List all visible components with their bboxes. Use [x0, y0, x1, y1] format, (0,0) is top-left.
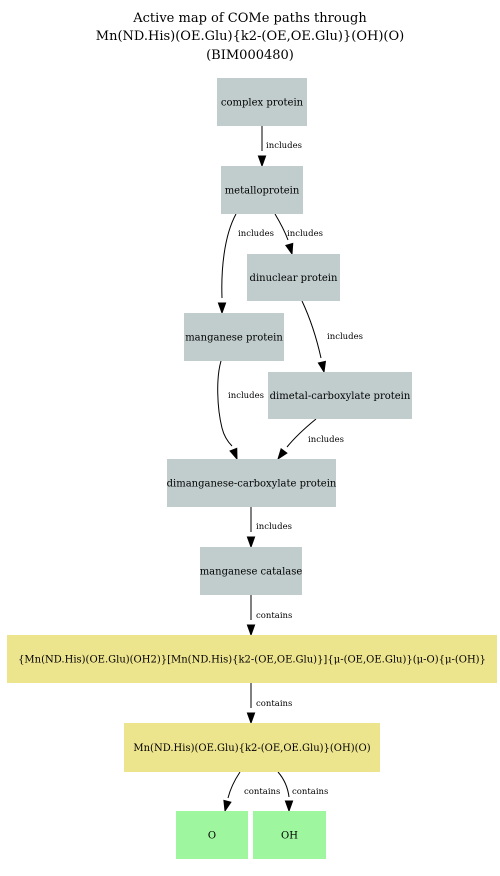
node-dimetal-carboxylate-protein[interactable]: dimetal-carboxylate protein — [268, 372, 412, 419]
arrowhead — [229, 447, 238, 461]
node-hydroxo-ligand[interactable]: OH — [253, 811, 326, 859]
edge-label: includes — [327, 332, 363, 342]
nodes-layer: complex protein metalloprotein dinuclear p… — [7, 78, 497, 859]
node-box — [217, 78, 307, 126]
edge-line — [227, 771, 241, 799]
arrowhead — [246, 624, 256, 637]
node-label: {Mn(ND.His)(OE.Glu)(OH2)}[Mn(ND.His){k2-… — [18, 655, 486, 666]
title-line-2: Mn(ND.His)(OE.Glu){k2-(OE,OE.Glu)}(OH)(O… — [96, 29, 404, 44]
edge-metalloprotein-to-dinuclear-protein: includes — [274, 213, 323, 256]
node-manganese-site[interactable]: Mn(ND.His)(OE.Glu){k2-(OE,OE.Glu)}(OH)(O… — [124, 723, 380, 772]
node-manganese-catalase[interactable]: manganese catalase — [200, 547, 303, 595]
node-box — [221, 166, 303, 214]
edge-label: contains — [256, 611, 292, 621]
node-label: dimanganese-carboxylate protein — [167, 479, 337, 490]
edge-manganese-catalase-to-dimanganese-complex: contains — [246, 595, 292, 637]
edge-dinuclear-protein-to-dimetal-carboxylate-protein: includes — [301, 300, 363, 374]
node-box — [247, 254, 340, 301]
arrowhead — [285, 242, 294, 256]
arrowhead — [277, 448, 288, 461]
edge-manganese-protein-to-dimanganese-carboxylate-protein: includes — [217, 360, 264, 461]
edge-label: contains — [244, 787, 280, 797]
edge-manganese-site-to-hydroxo-ligand: contains — [277, 771, 328, 813]
edge-label: includes — [256, 522, 292, 532]
node-label: manganese catalase — [200, 567, 303, 578]
node-label: O — [208, 831, 216, 842]
edge-line — [274, 213, 289, 241]
node-box — [7, 635, 497, 683]
node-box — [167, 459, 336, 507]
node-dimanganese-complex[interactable]: {Mn(ND.His)(OE.Glu)(OH2)}[Mn(ND.His){k2-… — [7, 635, 497, 683]
node-complex-protein[interactable]: complex protein — [217, 78, 307, 126]
node-label: dimetal-carboxylate protein — [270, 391, 411, 402]
edge-line — [286, 418, 317, 448]
edge-label: includes — [238, 229, 274, 239]
edge-label: includes — [287, 229, 323, 239]
edge-metalloprotein-to-manganese-protein: includes — [217, 213, 274, 315]
edge-label: contains — [292, 787, 328, 797]
edge-line — [277, 771, 290, 798]
edge-label: includes — [228, 391, 264, 401]
node-box — [176, 811, 248, 859]
edges-layer: includes includes includes includes includes… — [217, 126, 363, 813]
node-manganese-protein[interactable]: manganese protein — [184, 313, 284, 361]
arrowhead — [257, 155, 267, 168]
node-label: dinuclear protein — [250, 273, 338, 284]
node-box — [184, 313, 284, 361]
arrowhead — [246, 536, 256, 549]
edge-complex-protein-to-metalloprotein: includes — [257, 126, 302, 168]
edge-line — [221, 213, 237, 299]
edge-line — [217, 360, 233, 447]
arrowhead — [223, 799, 232, 813]
node-box — [200, 547, 302, 595]
node-dimanganese-carboxylate-protein[interactable]: dimanganese-carboxylate protein — [167, 459, 337, 507]
edge-line — [301, 300, 322, 359]
diagram-title: Active map of COMe paths through Mn(ND.H… — [96, 11, 404, 63]
edge-manganese-site-to-oxo-ligand: contains — [223, 771, 280, 813]
node-dinuclear-protein[interactable]: dinuclear protein — [247, 254, 340, 301]
edge-dimanganese-carboxylate-protein-to-manganese-catalase: includes — [246, 507, 292, 549]
arrowhead — [317, 360, 327, 374]
edge-label: contains — [256, 699, 292, 709]
arrowhead — [284, 800, 294, 813]
node-box — [268, 372, 412, 419]
edge-dimanganese-complex-to-manganese-site: contains — [246, 683, 292, 725]
title-line-1: Active map of COMe paths through — [132, 11, 367, 26]
node-label: complex protein — [221, 98, 304, 109]
node-metalloprotein[interactable]: metalloprotein — [221, 166, 303, 214]
edge-label: includes — [266, 141, 302, 151]
node-label: OH — [281, 831, 298, 842]
node-label: metalloprotein — [225, 186, 300, 197]
arrowhead — [217, 302, 227, 315]
edge-dimetal-carboxylate-protein-to-dimanganese-carboxylate-protein: includes — [277, 418, 344, 461]
edge-label: includes — [308, 435, 344, 445]
node-label: Mn(ND.His)(OE.Glu){k2-(OE,OE.Glu)}(OH)(O… — [133, 743, 370, 754]
title-line-3: (BIM000480) — [206, 48, 294, 63]
node-label: manganese protein — [185, 333, 283, 344]
node-box — [124, 723, 380, 772]
node-box — [253, 811, 326, 859]
node-oxo-ligand[interactable]: O — [176, 811, 248, 859]
arrowhead — [246, 712, 256, 725]
